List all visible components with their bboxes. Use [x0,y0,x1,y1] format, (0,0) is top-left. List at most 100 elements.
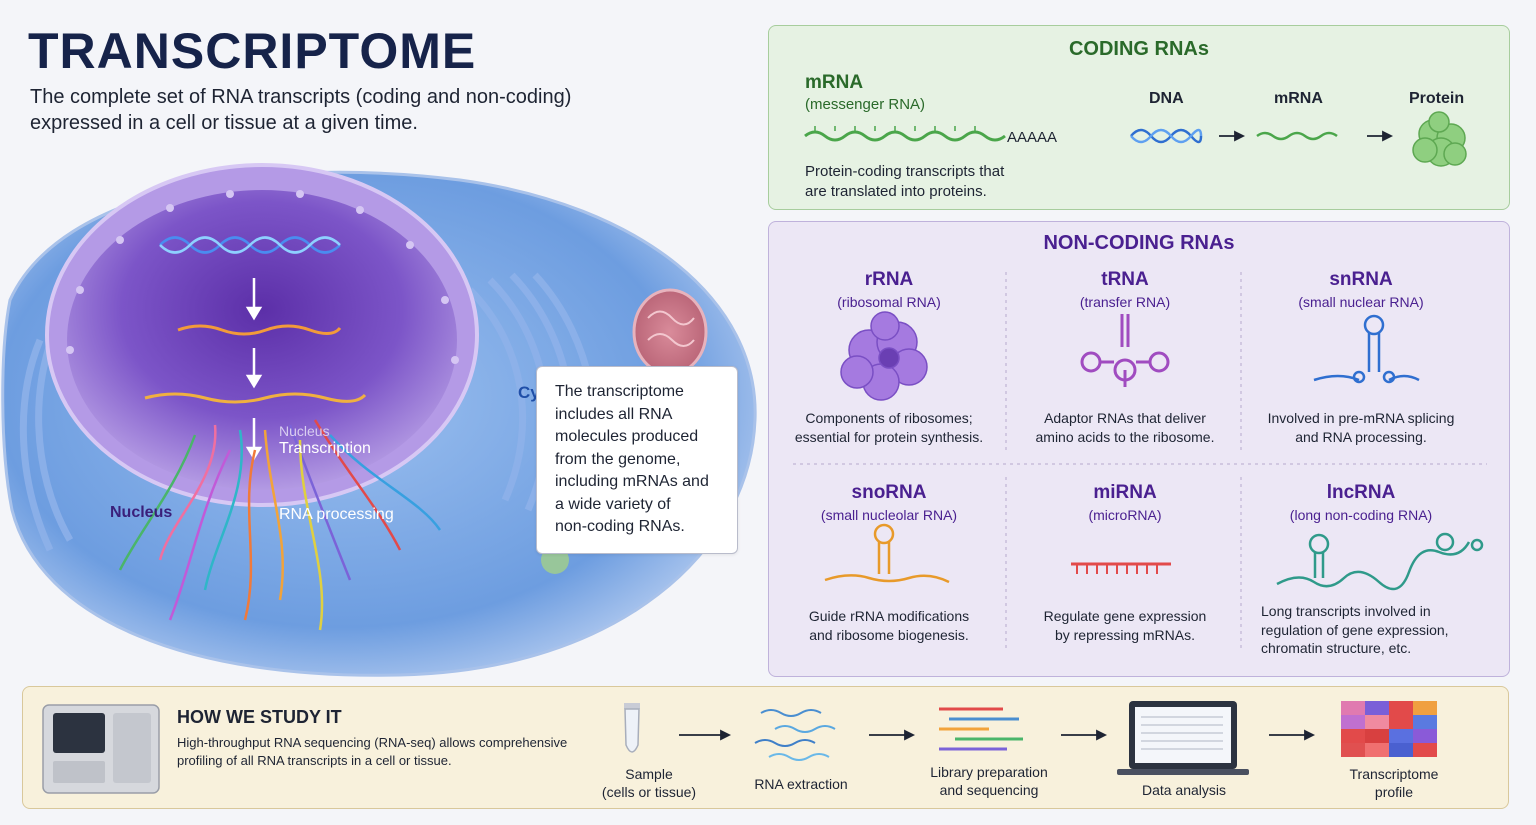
flow-arrow [1219,130,1246,142]
callout-line: includes all RNA [555,405,673,423]
transcriptome-callout: The transcriptome includes all RNA molec… [536,366,738,554]
trna-icon [1080,314,1170,387]
mirna-entry: miRNA (microRNA) [1007,482,1243,523]
desc-line: Protein-coding transcripts that [805,163,1005,180]
sample-tube-icon [624,703,640,753]
noncoding-graphics [793,272,1487,652]
protein-icon [1412,111,1467,167]
laptop-icon [1117,701,1249,775]
flow-protein-label: Protein [1409,90,1465,107]
poly-a-tail: AAAAA [1007,129,1057,146]
mrna-description: Protein-coding transcripts that are tran… [805,162,1045,202]
step-line: Sample [625,766,673,782]
rna-full-name: (long non-coding RNA) [1289,507,1433,523]
snorna-entry: snoRNA (small nucleolar RNA) [771,482,1007,523]
rna-full-name: (transfer RNA) [1079,294,1171,310]
lncrna-entry: lncRNA (long non-coding RNA) [1243,482,1479,523]
desc-line: Components of ribosomes; [805,410,973,426]
nuclear-pores [66,190,459,364]
rrna-icon [840,311,928,401]
step-line: (cells or tissue) [601,784,697,800]
desc-line: and ribosome biogenesis. [809,626,969,643]
cell-illustration: Cytoplasm Nucleus Nucleus Transcription … [0,150,760,680]
processed-rna-strand [144,392,367,404]
subtitle-line: expressed in a cell or tissue at a given… [30,112,418,134]
desc-line: Adaptor RNAs that deliver [1044,410,1206,426]
lncrna-icon [1276,532,1484,591]
mirna-icon [1071,562,1171,574]
mrna-strand-icon [804,130,1006,142]
study-title: HOW WE STUDY IT [177,707,342,727]
cell-diagram-svg [1,163,757,677]
rna-name: snoRNA [851,482,927,503]
snrna-description: Involved in pre-mRNA splicing and RNA pr… [1243,409,1479,446]
step-sample-label: Sample (cells or tissue) [584,765,714,801]
page-subtitle: The complete set of RNA transcripts (cod… [30,84,650,136]
rna-name: lncRNA [1326,482,1396,503]
desc-line: chromatin structure, etc. [1261,640,1412,656]
how-we-study-panel: HOW WE STUDY IT High-throughput RNA sequ… [22,686,1509,809]
callout-line: The transcriptome [555,383,684,400]
desc-line: Long transcripts involved in [1261,603,1431,619]
step-line: Data analysis [1141,782,1227,798]
desc-line: by repressing mRNAs. [1054,626,1196,643]
snrna-icon [1313,314,1420,384]
step-line: profile [1374,784,1414,800]
desc-line: essential for protein synthesis. [794,428,984,445]
coding-rnas-panel: AAAAA CODING RNAs mRNA (messenger RNA) P… [768,25,1510,210]
desc-line: and RNA processing. [1295,428,1427,445]
callout-line: non-coding RNAs. [555,518,685,535]
desc-line: High-throughput RNA sequencing (RNA-seq)… [177,735,568,750]
rna-name: miRNA [1093,482,1157,503]
rna-processing-label: RNA processing [279,506,394,523]
transcription-label: Transcription [279,440,371,457]
callout-line: including mRNAs and [555,473,709,490]
dna-icon [1130,128,1203,144]
callout-line: a wide variety of [555,495,671,513]
study-description: High-throughput RNA sequencing (RNA-seq)… [177,734,597,769]
snorna-description: Guide rRNA modifications and ribosome bi… [771,607,1007,644]
rna-name: tRNA [1101,269,1149,290]
desc-line: regulation of gene expression, [1261,621,1449,638]
desc-line: profiling of all RNA transcripts in a ce… [177,752,452,768]
step-line: Transcriptome [1349,766,1439,782]
pre-mrna-strand [177,324,342,336]
rna-full-name: (microRNA) [1088,507,1162,523]
callout-line: from the genome, [555,450,681,468]
rrna-entry: rRNA (ribosomal RNA) [771,269,1007,310]
rna-name: snRNA [1329,269,1393,290]
desc-line: Guide rRNA modifications [808,608,970,624]
subtitle-line: The complete set of RNA transcripts (cod… [30,86,572,108]
coding-graphics: AAAAA [804,111,1467,167]
page-title: TRANSCRIPTOME [28,23,477,79]
desc-line: Involved in pre-mRNA splicing [1267,410,1455,426]
study-graphics [42,701,1437,794]
grid-dividers [793,272,1487,652]
trna-entry: tRNA (transfer RNA) [1007,269,1243,310]
sequencing-reads-icon [939,707,1023,751]
rrna-description: Components of ribosomes; essential for p… [771,409,1007,446]
desc-line: are translated into proteins. [805,183,987,200]
trna-description: Adaptor RNAs that deliver amino acids to… [1007,409,1243,446]
mrna-name: mRNA [805,72,864,93]
desc-line: amino acids to the ribosome. [1035,428,1215,445]
step-arrows [679,729,1316,741]
desc-line: Regulate gene expression [1043,608,1207,624]
mrna-icon [1256,131,1338,141]
flow-arrow [1367,130,1394,142]
flow-dna-label: DNA [1149,90,1184,107]
rna-full-name: (small nucleolar RNA) [820,507,958,523]
step-extraction-label: RNA extraction [736,775,866,793]
flow-mrna-label: mRNA [1274,90,1323,107]
callout-line: molecules produced [555,428,699,445]
snrna-entry: snRNA (small nuclear RNA) [1243,269,1479,310]
nucleus-small-label: Nucleus [279,423,330,439]
sequencer-icon [42,704,160,794]
dna-helix [159,236,341,254]
heatmap-icon [1341,701,1437,757]
mirna-description: Regulate gene expression by repressing m… [1007,607,1243,644]
coding-title: CODING RNAs [1068,38,1209,60]
noncoding-rnas-panel: NON-CODING RNAs rRNA (ribosomal RNA) Com… [768,221,1510,677]
rna-name: rRNA [864,269,914,290]
step-line: RNA extraction [754,776,848,792]
